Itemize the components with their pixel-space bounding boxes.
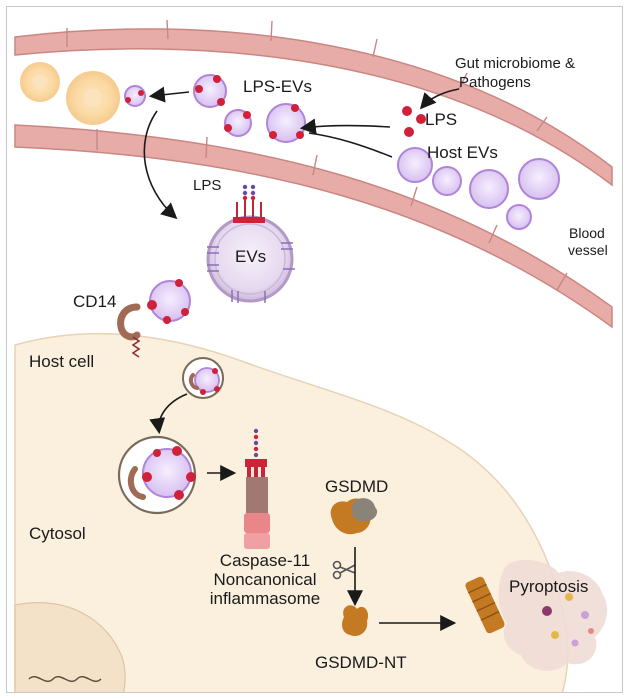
label-cd14: CD14 [73,292,117,311]
cd14-receptor [117,279,191,358]
label-blood-line1: Blood [569,225,605,241]
gsdmd-nt [342,605,369,637]
label-evs: EVs [235,247,267,266]
gsdmd-protein [330,498,378,535]
label-caspase-line3: inflammasome [209,589,321,608]
big-ev [206,184,295,303]
label-pyroptosis: Pyroptosis [509,577,589,596]
label-caspase-line2: Noncanonical [213,570,317,589]
label-lps-vessel: LPS [425,110,458,129]
blood-vessel [14,19,613,329]
endosome-lower [117,435,197,515]
pyroptosis-cell [498,559,608,671]
label-gut-line2: Pathogens [459,74,531,91]
figure-frame: Gut microbiome & Pathogens LPS-EVs LPS H… [6,6,623,693]
lps-dots [125,75,426,139]
blood-cells [20,62,120,125]
label-gsdmd: GSDMD [325,477,389,496]
label-gut-line1: Gut microbiome & [455,55,576,72]
host-cell [14,332,569,692]
label-lps-top: LPS [193,177,222,194]
vessel-arrows [143,86,460,220]
scissors-icon [332,560,356,580]
diagram-canvas [14,19,613,692]
label-host-evs: Host EVs [427,143,498,162]
endosome-top [182,357,224,399]
label-host-cell: Host cell [29,352,95,371]
caspase-11-complex [244,428,270,549]
label-blood-line2: vessel [568,242,608,258]
label-cytosol: Cytosol [29,524,86,543]
label-caspase-line1: Caspase-11 [219,551,311,570]
label-gsdmd-nt: GSDMD-NT [315,653,407,672]
gsdmd-pore [465,576,505,634]
label-lps-evs: LPS-EVs [243,77,312,96]
